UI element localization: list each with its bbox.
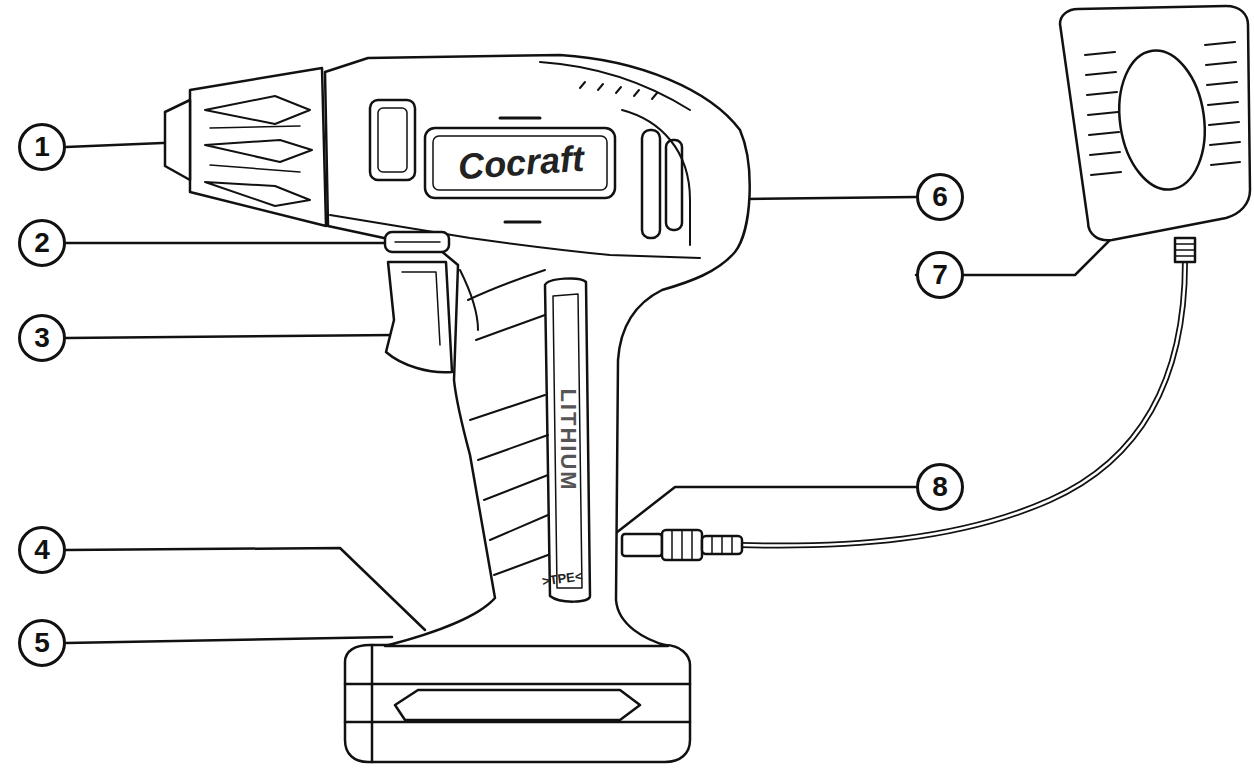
grip-text: LITHIUM [557, 388, 579, 491]
callout-circle: 8 [916, 463, 964, 511]
callout-circle: 2 [18, 219, 66, 267]
callout-number: 6 [932, 183, 948, 211]
battery [345, 645, 690, 762]
callout-circle: 6 [916, 173, 964, 221]
grip-panel [545, 278, 590, 601]
callout-circle: 1 [18, 123, 66, 171]
chuck [165, 68, 326, 226]
callout-number: 1 [34, 133, 50, 161]
callout-number: 4 [34, 536, 50, 564]
charger-adapter [1060, 6, 1250, 262]
callout-circle: 5 [18, 619, 66, 667]
callout-number: 5 [34, 629, 50, 657]
callout-circle: 4 [18, 526, 66, 574]
callout-number: 3 [34, 324, 50, 352]
logo-plate [425, 128, 615, 198]
callout-circle: 7 [916, 251, 964, 299]
trigger [386, 262, 452, 372]
callout-number: 8 [932, 473, 948, 501]
brand-logo: Cocraft [457, 141, 585, 186]
callout-circle: 3 [18, 314, 66, 362]
cable [740, 262, 1185, 546]
drill-body [325, 55, 750, 646]
plug [622, 530, 742, 560]
callout-number: 2 [34, 229, 50, 257]
callout-number: 7 [932, 261, 948, 289]
direction-switch [385, 232, 449, 252]
